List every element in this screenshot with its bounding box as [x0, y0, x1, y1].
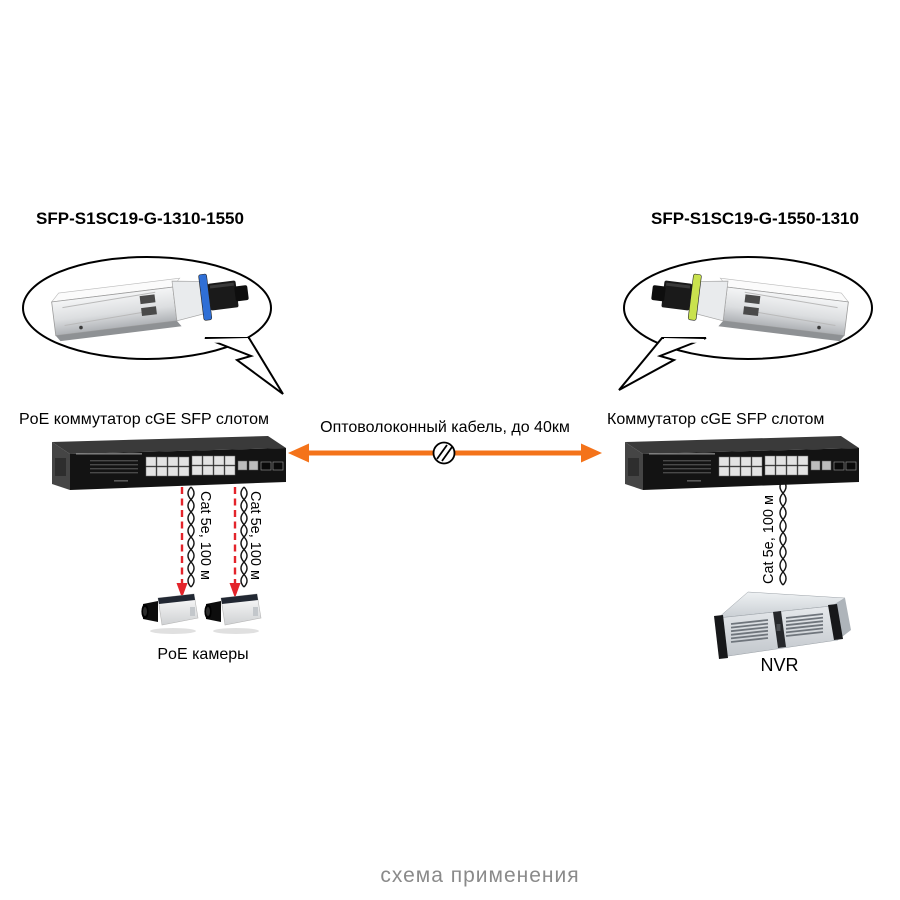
utp-label-left-2: Cat 5e, 100 м	[247, 491, 263, 580]
utp-braid-right	[779, 479, 787, 586]
nvr-rack-handle-left	[714, 615, 728, 659]
nvr-label: NVR	[760, 655, 799, 675]
sfp-module-left-image	[50, 273, 249, 342]
sfp-right-latch	[687, 273, 702, 321]
fiber-cable-label: Оптоволоконный кабель, до 40км	[320, 419, 570, 436]
utp-arrow-left-2	[229, 487, 241, 598]
utp-braid-left-1	[187, 486, 195, 588]
uplink-ports	[237, 460, 259, 471]
utp-braid-left-2	[240, 486, 248, 588]
switch-chassis	[625, 436, 859, 490]
sfp-slots	[833, 461, 857, 471]
diagram-caption: схема применения	[380, 864, 580, 887]
utp-arrow-left-1	[176, 487, 188, 598]
sfp-left-model-label: SFP-S1SC19-G-1310-1550	[36, 209, 244, 228]
switch-right-label: Коммутатор сGE SFP слотом	[607, 411, 825, 428]
utp-label-right: Cat 5e, 100 м	[761, 495, 777, 584]
sfp-right-model-label: SFP-S1SC19-G-1550-1310	[651, 209, 859, 228]
nvr-vents	[730, 613, 824, 643]
sfp-module-right-image	[651, 273, 850, 342]
switch-chassis	[52, 436, 286, 490]
rj45-port-group	[145, 455, 236, 477]
poe-switch-left-image	[52, 436, 286, 490]
sfp-slots	[260, 461, 284, 471]
switch-left-label: PoE коммутатор сGE SFP слотом	[19, 411, 269, 428]
nvr-rack-handle-right	[828, 604, 843, 640]
rj45-port-group	[718, 455, 809, 477]
fiber-link-arrow	[288, 441, 602, 465]
fiber-crossing-symbol	[432, 441, 456, 465]
fiber-arrowhead-left	[288, 443, 309, 463]
utp-label-left-1: Cat 5e, 100 м	[197, 491, 213, 580]
poe-camera-2-image	[204, 593, 262, 634]
poe-camera-1-image	[141, 593, 199, 634]
nvr-image	[714, 591, 851, 659]
poe-cameras-label: PoE камеры	[157, 646, 249, 663]
uplink-ports	[810, 460, 832, 471]
switch-right-image	[625, 436, 859, 490]
fiber-arrowhead-right	[581, 443, 602, 463]
